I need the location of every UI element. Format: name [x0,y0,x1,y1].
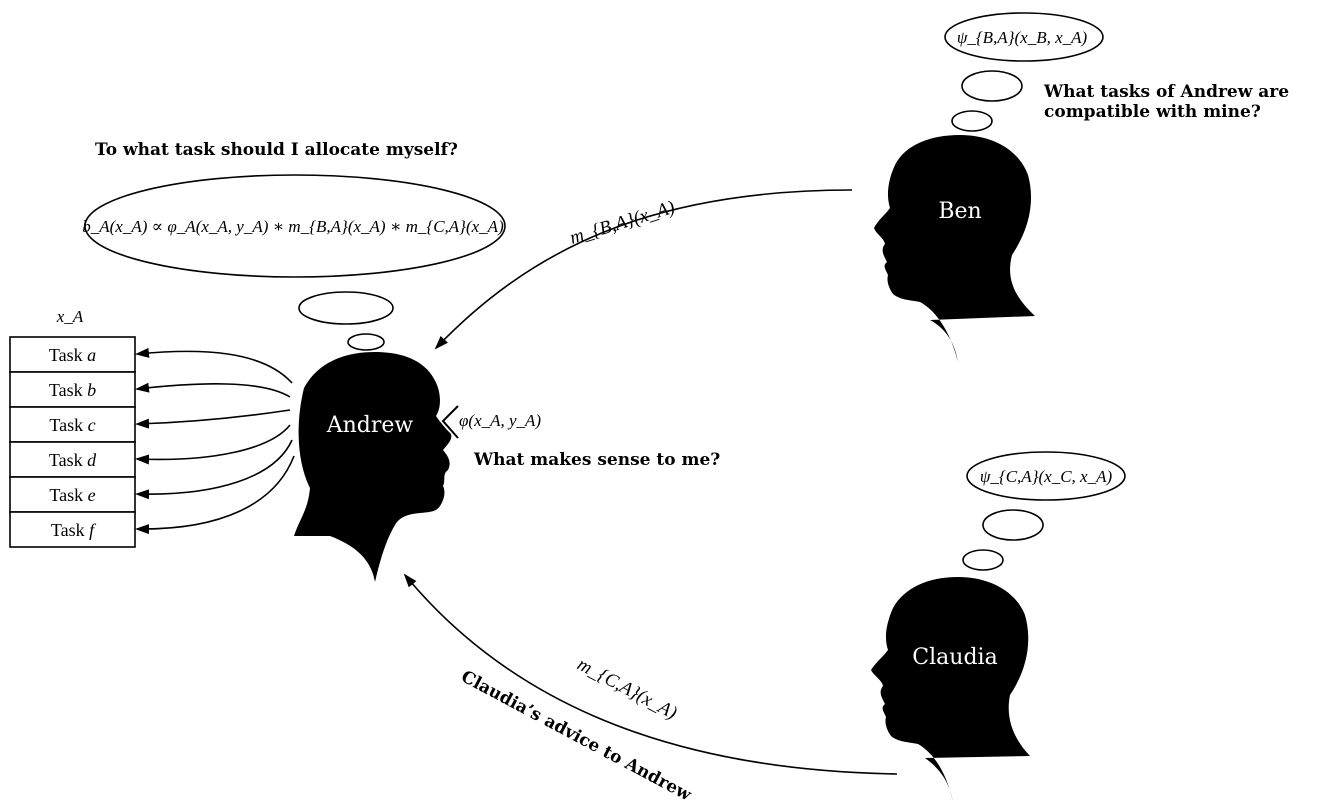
task-word: Task [51,520,85,540]
task-variable: a [87,345,96,365]
phi-annotation: φ(x_A, y_A) What makes sense to me? [441,405,720,470]
task-cell [9,371,136,408]
message-ba-label: m_{B,A}(x_A) [567,197,677,249]
ben-head-silhouette [874,135,1035,362]
task-word: Task [49,345,83,365]
claudia-node: Claudia [871,577,1030,802]
ben-question-line-1: What tasks of Andrew are [1043,82,1289,102]
advice-label: Claudia’s advice to Andrew [458,667,695,802]
task-cell [9,336,136,373]
task-header: x_A [56,307,84,326]
ben-name: Ben [938,199,981,224]
task-label: Task d [49,450,97,470]
phi-formula: φ(x_A, y_A) [459,411,541,430]
message-ba-arrow [434,189,853,350]
andrew-head-silhouette [294,352,452,582]
task-label: Task b [49,380,96,400]
task-variable: f [89,520,97,540]
psi-ca-formula: ψ_{C,A}(x_C, x_A) [980,467,1113,486]
task-label: Task c [49,415,95,435]
claudia-thought-bubble: ψ_{C,A}(x_C, x_A) [962,451,1126,571]
sense-question: What makes sense to me? [473,450,720,470]
task-row: Task f [9,511,136,548]
thought-dot-large [982,509,1044,541]
task-label: Task e [49,485,95,505]
perception-chevron [441,405,459,439]
claudia-head-silhouette [871,577,1030,802]
ben-question: What tasks of Andrew are compatible with… [1043,82,1289,122]
task-row: Task a [9,336,136,373]
task-arrows [135,347,295,535]
task-cell [9,441,136,478]
thought-dot-large [298,291,394,325]
task-row: Task e [9,476,136,513]
psi-ba-formula: ψ_{B,A}(x_B, x_A) [957,28,1088,47]
thought-dot-small [962,549,1004,571]
belief-bubble [84,174,506,278]
task-word: Task [49,450,83,470]
task-cell [9,511,136,548]
arrow-to-task-b [135,382,291,398]
arrow-to-task-f [135,455,295,535]
task-cell [9,476,136,513]
arrow-to-task-a [135,347,293,384]
task-word: Task [49,380,83,400]
andrew-node: Andrew [294,352,452,582]
task-row: Task c [9,406,136,443]
claudia-name: Claudia [912,645,997,670]
belief-formula: b_A(x_A) ∝ φ_A(x_A, y_A) ∗ m_{B,A}(x_A) … [82,217,504,236]
task-label: Task f [51,520,97,540]
andrew-thought-bubble: b_A(x_A) ∝ φ_A(x_A, y_A) ∗ m_{B,A}(x_A) … [82,174,506,351]
task-row: Task d [9,441,136,478]
task-variable: b [87,380,96,400]
task-variable: c [88,415,96,435]
task-word: Task [49,485,83,505]
arrow-to-task-c [135,409,291,429]
psi-ba-bubble [944,12,1104,62]
task-variable: e [88,485,96,505]
thought-dot-small [347,333,385,351]
andrew-name: Andrew [326,413,414,438]
task-label: Task a [49,345,96,365]
thought-dot-large [961,70,1023,102]
thought-dot-small [951,110,993,132]
ben-thought-bubble: ψ_{B,A}(x_B, x_A) [944,12,1104,132]
task-variable: d [87,450,97,470]
message-ca-arrow [403,573,898,775]
task-row: Task b [9,371,136,408]
task-cell [9,406,136,443]
message-claudia-to-andrew: m_{C,A}(x_A) Claudia’s advice to Andrew [403,573,898,802]
allocation-question: To what task should I allocate myself? [95,140,458,160]
ben-question-line-2: compatible with mine? [1044,102,1261,122]
arrow-to-task-e [135,439,293,500]
arrow-to-task-d [135,424,291,465]
psi-ca-bubble [966,451,1126,501]
ben-node: Ben [874,135,1035,362]
task-word: Task [49,415,83,435]
